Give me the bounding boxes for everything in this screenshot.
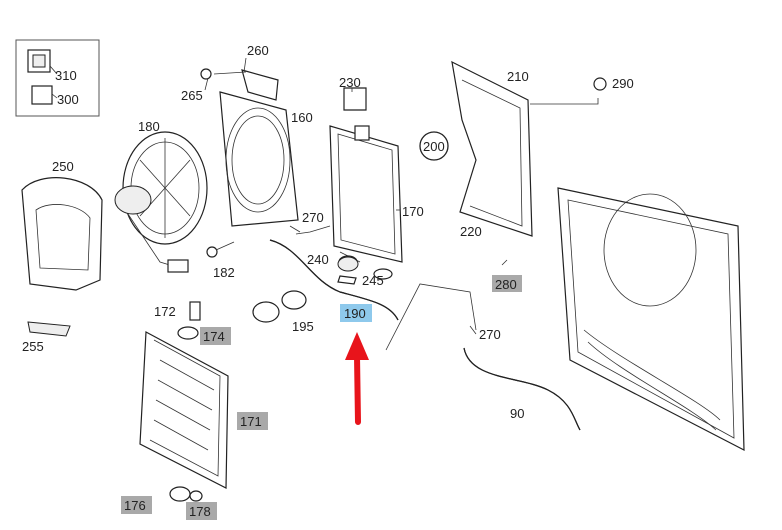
callout-176: 176 — [121, 496, 152, 514]
radiator-170 — [329, 87, 403, 280]
callout-182: 182 — [213, 265, 235, 280]
hose-190 — [269, 225, 399, 321]
clamps-195 — [252, 290, 307, 323]
callout-310-text: 310 — [55, 68, 77, 83]
hose-90 — [385, 283, 581, 431]
callout-220-text: 220 — [460, 224, 482, 239]
callout-245-text: 245 — [362, 273, 384, 288]
fan-shroud-160 — [200, 68, 299, 227]
callout-240: 240 — [307, 252, 329, 267]
callout-200-text: 200 — [423, 139, 445, 154]
callout-270-top-text: 270 — [302, 210, 324, 225]
callout-171: 171 — [237, 412, 268, 430]
cowl-250 — [21, 177, 103, 291]
callout-178: 178 — [186, 502, 217, 520]
callout-195: 195 — [292, 319, 314, 334]
callout-90: 90 — [510, 406, 524, 421]
callout-240-text: 240 — [307, 252, 329, 267]
callout-171-text: 171 — [240, 414, 262, 429]
callout-160-text: 160 — [291, 110, 313, 125]
clips-240-245 — [337, 256, 359, 285]
callout-280-text: 280 — [495, 277, 517, 292]
callout-260: 260 — [247, 43, 269, 58]
callout-265: 265 — [181, 88, 203, 103]
callout-195-text: 195 — [292, 319, 314, 334]
callout-250-text: 250 — [52, 159, 74, 174]
callout-178-text: 178 — [189, 504, 211, 519]
callout-210: 210 — [507, 69, 529, 84]
relay-inset — [15, 39, 100, 117]
callout-182-text: 182 — [213, 265, 235, 280]
callout-190-text: 190 — [344, 306, 366, 321]
callout-230: 230 — [339, 75, 361, 90]
callout-230-text: 230 — [339, 75, 361, 90]
callout-172: 172 — [154, 304, 176, 319]
fan-180 — [114, 131, 235, 273]
callout-300: 300 — [57, 92, 79, 107]
callout-190: 190 — [340, 304, 372, 322]
callout-265-text: 265 — [181, 88, 203, 103]
callout-210-text: 210 — [507, 69, 529, 84]
callout-300-text: 300 — [57, 92, 79, 107]
callout-250: 250 — [52, 159, 74, 174]
aux-radiator-171 — [139, 301, 229, 502]
bracket-210 — [451, 60, 607, 237]
callout-170-text: 170 — [402, 204, 424, 219]
callout-290: 290 — [612, 76, 634, 91]
callout-180: 180 — [138, 119, 160, 134]
condenser-assembly — [557, 187, 745, 451]
callout-220: 220 — [460, 224, 482, 239]
callout-310: 310 — [55, 68, 77, 83]
callout-170: 170 — [402, 204, 424, 219]
leader-lines — [204, 57, 508, 335]
callout-290-text: 290 — [612, 76, 634, 91]
callout-260-text: 260 — [247, 43, 269, 58]
callout-280: 280 — [492, 275, 522, 292]
red-arrow — [345, 332, 369, 425]
callout-176-text: 176 — [124, 498, 146, 513]
callout-160: 160 — [291, 110, 313, 125]
callout-270-bottom: 270 — [479, 327, 501, 342]
callout-174: 174 — [200, 327, 231, 345]
callout-255-text: 255 — [22, 339, 44, 354]
callout-172-text: 172 — [154, 304, 176, 319]
seal-255 — [27, 321, 71, 337]
callout-245: 245 — [362, 273, 384, 288]
callout-174-text: 174 — [203, 329, 225, 344]
callout-255: 255 — [22, 339, 44, 354]
callout-90-text: 90 — [510, 406, 524, 421]
callout-270-bottom-text: 270 — [479, 327, 501, 342]
callout-200: 200 — [419, 131, 449, 161]
callout-180-text: 180 — [138, 119, 160, 134]
callout-270-top: 270 — [302, 210, 324, 225]
